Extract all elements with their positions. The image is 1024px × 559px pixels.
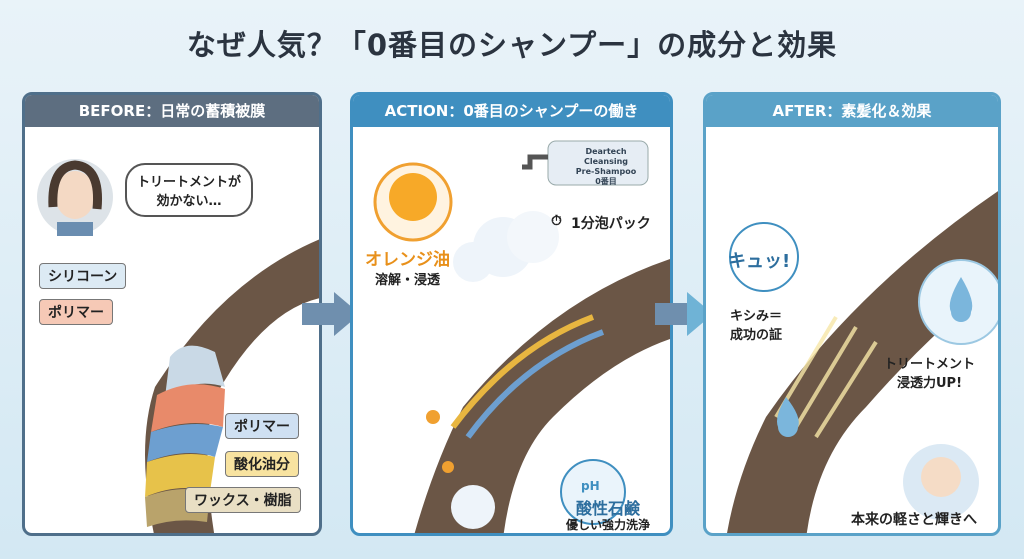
final-label: 本来の軽さと輝きへ	[851, 512, 977, 528]
kishimi-label: キシみ＝ 成功の証	[730, 309, 783, 343]
kyu-label: キュッ!	[728, 251, 791, 272]
timer-label: 1分泡パック	[571, 216, 651, 232]
action-panel: ACTION：0番目のシャンプーの働き Deartech Cleansing P…	[350, 92, 673, 536]
timer-icon: ⏱	[551, 213, 562, 229]
speech-bubble: トリートメントが 効かない…	[125, 163, 254, 217]
hair-cleansing-illustration	[373, 140, 670, 533]
orange-oil-title: オレンジ油	[365, 250, 450, 270]
acid-soap-sub: 優しい強力洗浄	[565, 518, 650, 532]
label-polymer-2: ポリマー	[225, 413, 299, 439]
label-polymer-1: ポリマー	[39, 299, 113, 325]
bottle-line1: Cleansing	[583, 157, 629, 166]
bottle-label: Deartech Cleansing Pre-Shampoo 0番目	[558, 147, 654, 187]
orange-oil-sub: 溶解・浸透	[375, 273, 441, 288]
clean-hair-illustration	[727, 191, 998, 533]
bottle-line2: Pre-Shampoo	[575, 167, 637, 176]
label-oxidized-oil: 酸化油分	[225, 451, 299, 477]
after-panel: AFTER：素髪化＆効果 キュッ! キシみ＝ 成功の証 トリートメント 浸透力U…	[703, 92, 1001, 536]
acid-soap-title: 酸性石鹸	[575, 499, 640, 518]
before-header: BEFORE：日常の蓄積被膜	[25, 95, 319, 127]
before-panel: BEFORE：日常の蓄積被膜 トリートメントが 効かない… シリコーン ポリマー…	[22, 92, 322, 536]
action-header: ACTION：0番目のシャンプーの働き	[353, 95, 670, 127]
after-header: AFTER：素髪化＆効果	[706, 95, 998, 127]
treatment-label: トリートメント 浸透力UP!	[884, 357, 976, 391]
ph-icon: pH	[581, 479, 600, 493]
label-silicone: シリコーン	[39, 263, 127, 289]
page-title: なぜ人気？「0番目のシャンプー」の成分と効果	[186, 28, 838, 62]
bottle-brand: Deartech	[585, 147, 627, 156]
label-wax-resin: ワックス・樹脂	[185, 487, 301, 513]
bottle-line3: 0番目	[595, 177, 617, 186]
